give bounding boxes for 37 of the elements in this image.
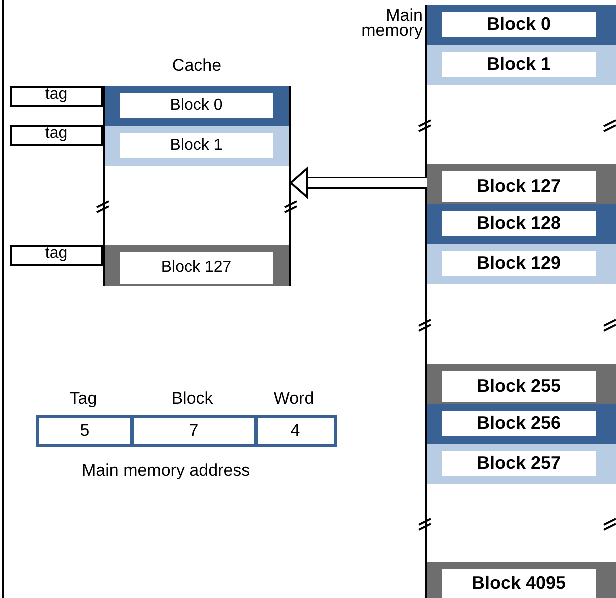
block-label: Block 256 — [442, 411, 596, 436]
cache-line-band — [105, 126, 289, 166]
tag-field: tag — [10, 86, 103, 107]
caption-label: Main memory address — [82, 461, 250, 481]
field-heading: Tag — [36, 389, 131, 409]
block-label: Block 255 — [442, 371, 596, 402]
block-label: Block 127 — [120, 252, 273, 284]
block-label: Block 129 — [442, 251, 596, 276]
memory-block-band — [427, 244, 616, 284]
memory-heading: Main memory — [360, 8, 423, 38]
cache-heading: Cache — [171, 56, 223, 76]
address-field: 4 — [254, 415, 337, 447]
block-label: Block 1 — [120, 133, 273, 158]
memory-block-band — [427, 45, 616, 85]
memory-block-band — [427, 204, 616, 244]
memory-block-band — [427, 5, 616, 45]
cache-line-band — [105, 86, 289, 126]
memory-block-band — [427, 404, 616, 444]
address-field: 7 — [130, 415, 258, 447]
memory-block-band — [427, 164, 616, 204]
block-label: Block 127 — [442, 171, 596, 202]
block-label: Block 257 — [442, 451, 596, 476]
memory-block-band — [427, 364, 616, 404]
field-heading: Block — [130, 389, 255, 409]
memory-block-band — [427, 444, 616, 484]
tag-field: tag — [10, 245, 103, 266]
field-heading: Word — [254, 389, 334, 409]
block-label: Block 4095 — [442, 569, 596, 598]
block-label: Block 1 — [442, 52, 596, 77]
block-arrow — [289, 166, 427, 200]
block-label: Block 0 — [442, 12, 596, 37]
cache-line-band — [105, 245, 289, 286]
memory-block-band — [427, 562, 616, 598]
block-label: Block 0 — [120, 93, 273, 118]
block-label: Block 128 — [442, 211, 596, 236]
address-field: 5 — [36, 415, 134, 447]
tag-field: tag — [10, 125, 103, 146]
